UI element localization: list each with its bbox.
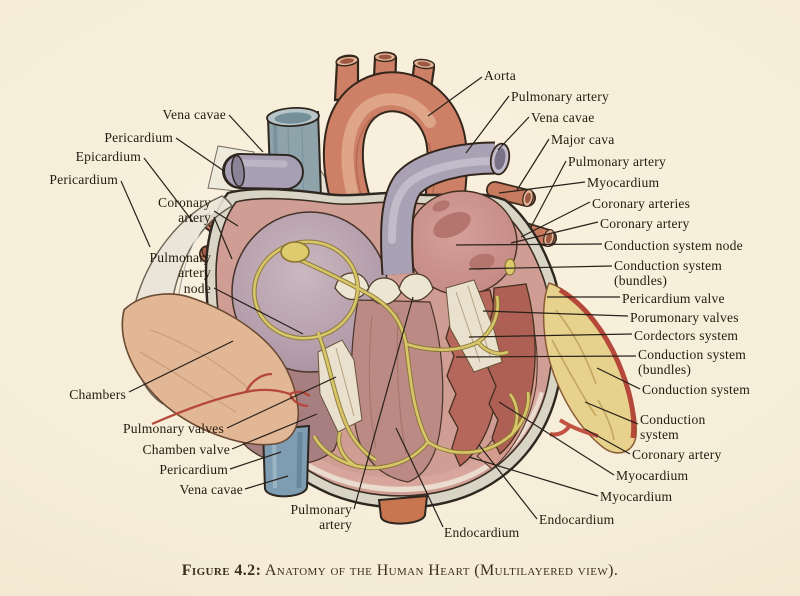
label-pericardium-left: Pericardium [49,172,118,187]
label-line: Conduction system [614,258,722,273]
label-conduction-system-1: Conduction system [642,382,750,397]
label-line: (bundles) [638,362,692,378]
label-line: Coronary [158,195,211,210]
label-myocardium-2: Myocardium [616,468,689,483]
label-vena-cavae-bottom: Vena cavae [179,482,243,497]
label-pericardium-bottom: Pericardium [159,462,228,477]
label-vena-cavae-right: Vena cavae [531,110,595,125]
epicardium-flap [121,293,311,446]
label-conduction-system-bundles-1: Conduction system (bundles) [614,258,722,289]
label-line: node [183,280,211,296]
label-line: Conduction system [638,347,746,362]
label-pulmonary-artery-r1: Pulmonary artery [511,89,609,104]
label-coronary-artery-r1: Coronary artery [600,216,690,231]
label-conduction-system-2: Conduction system [640,412,705,443]
label-line: Pulmonary [290,502,352,517]
figure-caption: Figure 4.2: Anatomy of the Human Heart (… [0,562,800,580]
label-line: artery [319,517,352,533]
label-myocardium-1: Myocardium [587,175,660,190]
label-pulmonary-artery-r2: Pulmonary artery [568,154,666,169]
label-conduction-system-bundles-2: Conduction system (bundles) [638,347,746,378]
label-epicardium: Epicardium [75,149,141,164]
label-major-cava: Major cava [551,132,615,147]
pulmonary-artery [380,141,511,276]
label-pulmonary-artery-node: Pulmonary artery node [150,250,211,296]
label-cordectors-system: Cordectors system [634,328,739,343]
label-vena-cavae-top: Vena cavae [162,107,226,122]
pulmonary-valve-scallops [334,272,434,306]
leader-lines [120,76,641,528]
label-conduction-system-node: Conduction system node [604,238,743,253]
label-chambers: Chambers [69,387,126,402]
label-line: system [640,427,679,443]
label-line: (bundles) [614,273,668,289]
label-coronary-artery-left: Coronary artery [158,195,211,226]
label-line: artery [178,265,211,281]
label-pulmonary-valves: Pulmonary valves [123,421,224,436]
label-pericardium-top: Pericardium [104,130,173,145]
figure-caption-prefix: Figure 4.2: [181,562,262,579]
label-pulmonary-artery-bottom: Pulmonary artery [291,502,352,533]
label-myocardium-3: Myocardium [600,489,673,504]
label-chamben-valve: Chamben valve [142,442,230,457]
figure-caption-text: Anatomy of the Human Heart (Multilayered… [261,562,619,579]
label-aorta: Aorta [484,68,516,83]
label-line: Pulmonary [149,250,211,265]
label-line: artery [178,210,211,226]
label-coronary-artery-r2: Coronary artery [632,447,722,462]
label-line: Conduction [640,412,706,427]
fat-layer-flap [542,282,637,454]
label-coronary-arteries: Coronary arteries [592,196,691,211]
label-pericardium-valve: Pericardium valve [622,291,725,306]
label-endocardium-bottom-left: Endocardium [444,525,520,540]
label-porumonary-valves: Porumonary valves [630,310,739,325]
coronary-artery-on-flap [151,372,311,426]
label-endocardium-right: Endocardium [539,512,615,527]
pulmonary-artery-bottom-tube [377,494,429,525]
